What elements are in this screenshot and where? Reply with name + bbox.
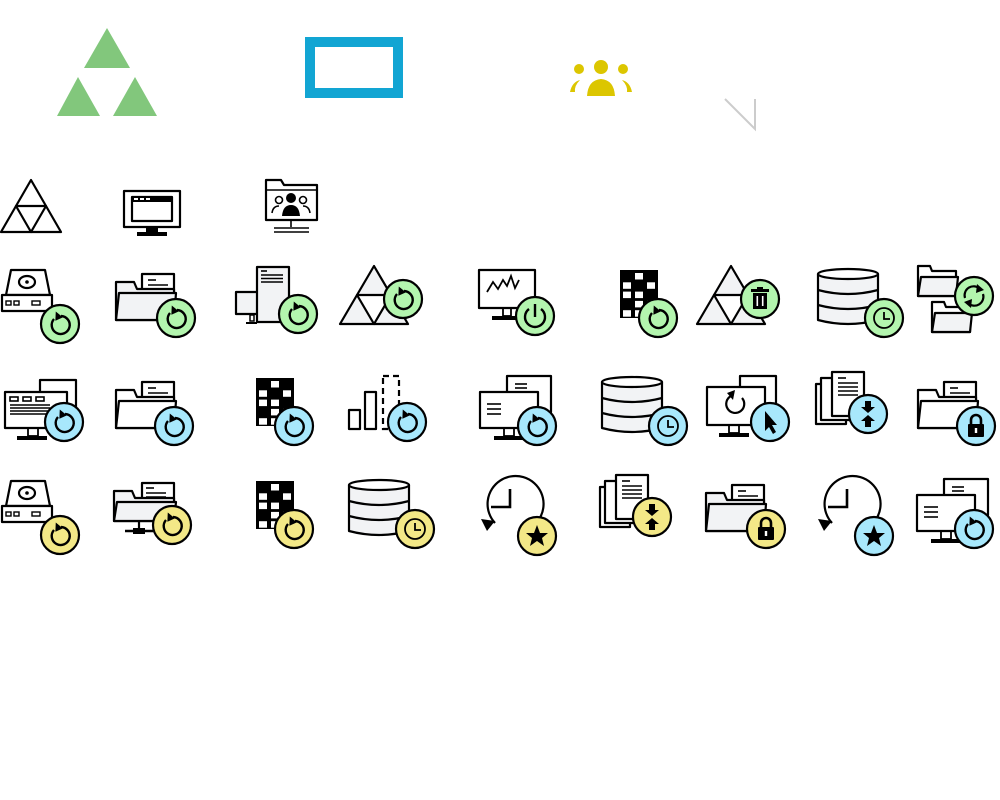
server-restore-icon	[234, 262, 324, 344]
docs-shape	[598, 473, 650, 529]
database-shape	[600, 375, 664, 434]
restore-badge-icon	[43, 401, 85, 443]
trash-badge-icon	[739, 278, 781, 320]
folders-shape	[916, 264, 974, 334]
bars-shape	[347, 374, 401, 431]
users-group-icon	[568, 58, 634, 98]
monitors-restore-icon	[0, 370, 90, 452]
restore-badge-icon	[39, 303, 81, 345]
lock-badge-icon	[745, 508, 787, 550]
triangles-large-icon	[55, 26, 159, 118]
sync-badge-icon	[953, 275, 995, 317]
folder-restore-icon	[112, 262, 202, 344]
restore-badge-icon	[151, 504, 193, 546]
disk-restore-icon	[0, 473, 90, 556]
star-badge-icon	[516, 515, 558, 557]
restore-badge-icon	[953, 508, 995, 550]
restore-badge-icon	[273, 405, 315, 447]
folder-lock-icon	[914, 370, 1000, 452]
restore-badge-icon	[155, 297, 197, 339]
lock-badge-icon	[955, 405, 997, 447]
database-clock-icon	[814, 262, 905, 344]
transfer-badge-icon	[847, 393, 889, 435]
database-shape	[347, 478, 411, 537]
restore-badge-icon	[516, 405, 558, 447]
restore-badge-icon	[382, 278, 424, 320]
disk-shape	[0, 479, 54, 524]
clock-badge-icon	[647, 405, 689, 447]
folder-users-icon	[264, 178, 330, 238]
transfer-badge-icon	[631, 496, 673, 538]
monitor-cursor-icon	[702, 370, 792, 452]
docs-shape	[814, 370, 866, 426]
grid-restore-icon	[598, 262, 688, 344]
restore-badge-icon	[386, 401, 428, 443]
monitor-power-icon	[477, 262, 567, 344]
clock-badge-icon	[863, 297, 905, 339]
triangles-delete-icon	[695, 262, 792, 344]
restore-badge-icon	[39, 514, 81, 556]
power-badge-icon	[514, 295, 556, 337]
database-clock-icon	[598, 370, 689, 452]
docs-transfer-icon	[814, 370, 904, 452]
folders-sync-icon	[914, 262, 1000, 344]
folder-lock-icon	[702, 473, 792, 555]
folder-white-shape	[916, 380, 980, 430]
disk-restore-icon	[0, 262, 90, 345]
blue-frame-icon	[305, 37, 403, 98]
restore-badge-icon	[277, 293, 319, 335]
monitors-doc-restore-icon	[477, 370, 567, 452]
clock-badge-icon	[394, 508, 436, 550]
database-shape	[816, 267, 880, 326]
cursor-badge-icon	[749, 401, 791, 443]
disk-shape	[0, 268, 54, 313]
bars-restore-icon	[345, 370, 435, 452]
restore-badge-icon	[637, 297, 679, 339]
monitors-doc-restore-icon	[914, 473, 1000, 555]
star-badge-icon	[853, 515, 895, 557]
docs-transfer-icon	[598, 473, 688, 555]
grid-restore-icon	[234, 370, 324, 452]
restore-badge-icon	[273, 508, 315, 550]
history-star-icon	[814, 473, 904, 557]
database-clock-icon	[345, 473, 436, 555]
folder-network-restore-icon	[112, 473, 202, 555]
corner-line-icon	[722, 96, 758, 132]
restore-badge-icon	[153, 405, 195, 447]
grid-restore-icon	[234, 473, 324, 555]
history-star-icon	[477, 473, 567, 557]
monitor-browser-icon	[122, 183, 188, 243]
folder-restore-icon	[112, 370, 202, 452]
triangles-outline-icon	[0, 178, 66, 238]
server-shape	[234, 265, 291, 324]
triangles-restore-icon	[338, 262, 435, 344]
